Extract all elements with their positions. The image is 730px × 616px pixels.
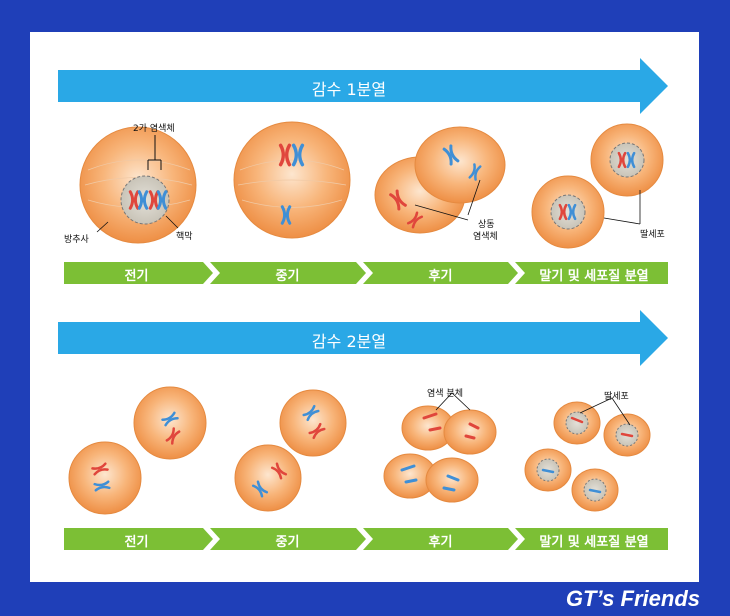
row2-phase-metaphase: 중기 (275, 535, 300, 550)
label-bivalent: 2가 염색체 (133, 124, 175, 134)
row2-phase-telophase: 말기 및 세포질 분열 (539, 535, 649, 550)
cell-anaphase1 (374, 126, 506, 234)
cell-telophase1 (531, 123, 664, 249)
row2-phase-anaphase: 후기 (428, 535, 453, 550)
cell-prophase1 (79, 126, 197, 244)
label-chromatid: 염색 분체 (427, 389, 463, 399)
brand-watermark: GT’s Friends (565, 586, 700, 611)
row2-phase-prophase: 전기 (124, 535, 149, 550)
label-homologous-2: 염색체 (473, 232, 498, 242)
label-daughter-cell-1: 딸세포 (640, 230, 665, 240)
meiosis2-title: 감수 2분열 (311, 332, 387, 351)
meiosis2-arrow (58, 310, 668, 366)
label-daughter-cell-2: 딸세포 (604, 392, 629, 402)
row1-phase-telophase: 말기 및 세포질 분열 (539, 269, 649, 284)
phase-bar-row2 (64, 528, 668, 550)
row1-phase-metaphase: 중기 (275, 269, 300, 284)
label-homologous-1: 상동 (478, 220, 495, 230)
meiosis1-title: 감수 1분열 (311, 80, 387, 99)
cell-prophase2 (68, 386, 207, 515)
row1-phase-anaphase: 후기 (428, 269, 453, 284)
meiosis1-arrow (58, 58, 668, 114)
cell-telophase2 (524, 397, 651, 512)
label-nuclear-membrane: 핵막 (176, 232, 193, 242)
cell-anaphase2 (383, 392, 497, 503)
phase-bar-row1 (64, 262, 668, 284)
label-spindle: 방추사 (64, 235, 89, 245)
row1-phase-prophase: 전기 (124, 269, 149, 284)
cell-metaphase2 (234, 389, 347, 512)
cell-metaphase1 (233, 121, 351, 239)
